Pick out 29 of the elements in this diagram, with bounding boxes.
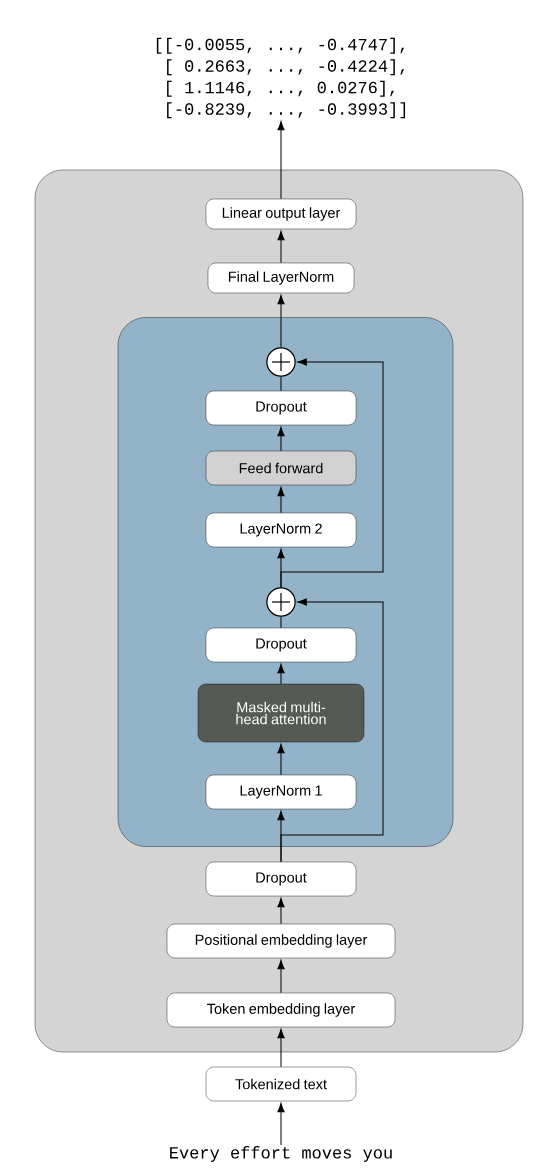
arrow — [277, 486, 285, 514]
arrow — [277, 1102, 285, 1146]
layer-box: Final LayerNorm — [207, 262, 355, 294]
input-text: Every effort moves you — [170, 1146, 392, 1162]
layer-box: LayerNorm 2 — [205, 512, 357, 548]
arrow — [277, 121, 285, 200]
layer-box: LayerNorm 1 — [205, 774, 357, 810]
layer-box: Positional embedding layer — [166, 923, 396, 959]
layer-box: Token embedding layer — [166, 992, 396, 1028]
layer-box: Linear output layer — [205, 198, 357, 230]
arrow — [277, 1028, 285, 1068]
layer-box: Tokenized text — [205, 1066, 357, 1102]
arrow — [280, 358, 384, 588]
sum-circle — [266, 587, 296, 617]
arrow — [277, 230, 285, 264]
arrow — [277, 426, 285, 452]
layer-box: Masked multi-head attention — [197, 683, 365, 743]
layer-box: Feed forward — [205, 450, 357, 486]
sum-circle — [266, 347, 296, 377]
layer-box: Dropout — [205, 861, 357, 897]
layer-box: Dropout — [205, 627, 357, 663]
arrow — [277, 294, 285, 348]
layer-box: Dropout — [205, 390, 357, 426]
arrow — [280, 598, 384, 863]
arrow — [277, 663, 285, 685]
arrow — [277, 897, 285, 925]
arrow — [277, 959, 285, 994]
output-matrix: [[-0.0055, ..., -0.4747], [ 0.2663, ..., -0.4224], [ 1.1146, ..., 0.0276], [-0.8239, ..., -0.3993]] — [156, 37, 406, 119]
arrow — [277, 743, 285, 776]
